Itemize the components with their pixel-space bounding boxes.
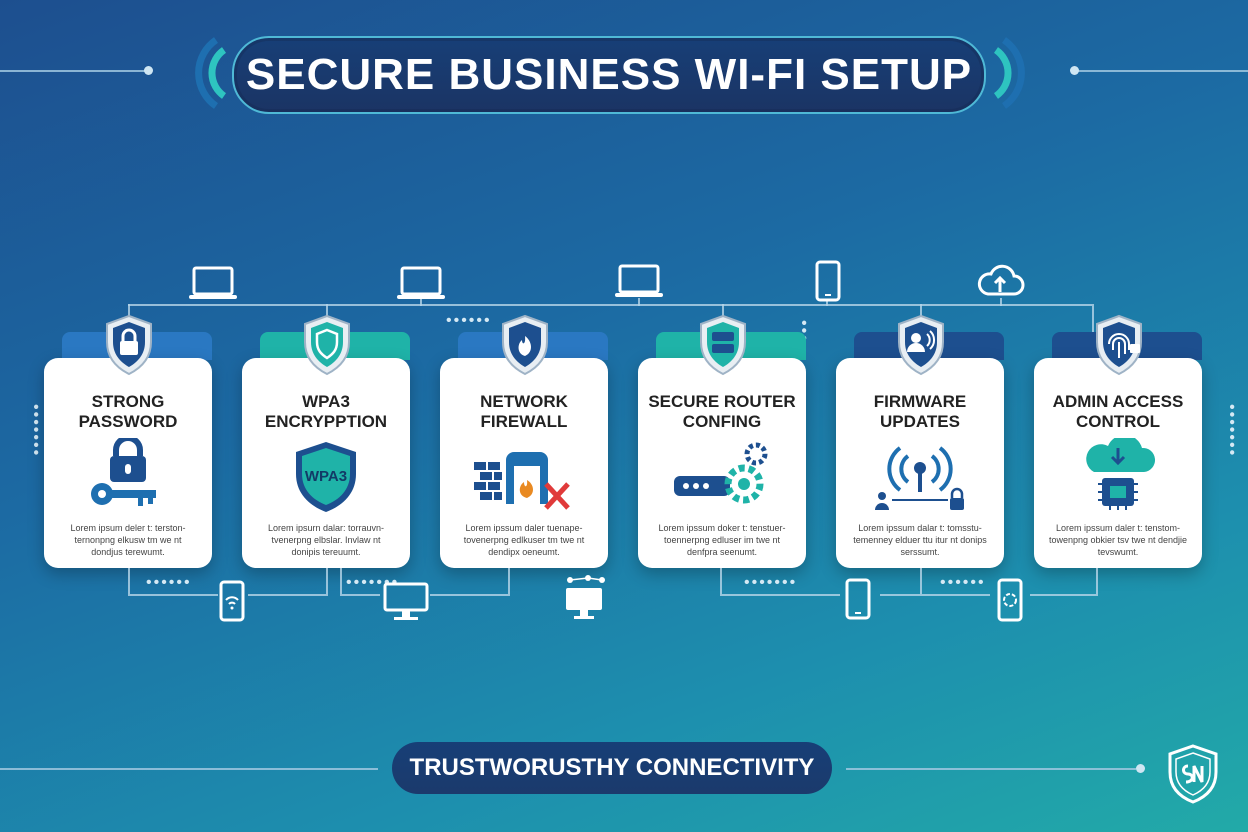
dotted-link: ••••••	[446, 312, 492, 329]
card-body: Lorem ipsurn dalar: torrauvn- tvenerpng …	[267, 523, 385, 557]
card-title: ADMIN ACCESS CONTROL	[1052, 392, 1184, 431]
dotted-link: •••••••	[1223, 404, 1240, 458]
shield-icon	[304, 314, 350, 376]
wifi-arcs-left-icon	[195, 37, 227, 109]
lock-shield-icon	[106, 314, 152, 376]
wifi-arcs-right-icon	[993, 37, 1025, 109]
card-firmware-updates: FIRMWARE UPDATES Lorem ipssum dalar t: t…	[836, 358, 1004, 568]
key-lock-icon	[91, 438, 156, 506]
dotted-link: ••••••	[146, 574, 192, 591]
laptop-icon	[189, 266, 237, 299]
connector	[638, 298, 640, 306]
wifi-signal-icon	[875, 446, 964, 510]
fingerprint-shield-icon	[1096, 314, 1142, 376]
top-bus-line	[128, 304, 1092, 306]
connector	[128, 568, 130, 594]
card-title: STRONG PASSWORD	[78, 392, 178, 431]
phone-icon	[845, 578, 871, 620]
wpa3-badge-label: WPA3	[304, 468, 348, 485]
header-line-right	[1078, 70, 1248, 72]
connector	[720, 594, 840, 596]
card-network-firewall: NETWORK FIREWALL Lorem ipssum daler tuen…	[440, 358, 608, 568]
footer-line-right	[846, 768, 1136, 770]
footer-label: TRUSTWORUSTHY CONNECTIVITY	[409, 754, 815, 781]
footer-dot-right	[1136, 764, 1145, 773]
card-admin-access-control: ADMIN ACCESS CONTROL Lorem ipssum daler …	[1034, 358, 1202, 568]
connector	[128, 594, 218, 596]
connector	[430, 594, 510, 596]
firewall-icon	[474, 452, 570, 510]
connector	[1030, 594, 1098, 596]
cloud-sync-icon	[977, 264, 1025, 296]
page-title: SECURE BUSINESS WI-FI SETUP	[245, 50, 973, 99]
card-strong-password: STRONG PASSWORD Lorem ipsum deler t: ter…	[44, 358, 212, 568]
title-banner: SECURE BUSINESS WI-FI SETUP	[232, 36, 986, 114]
dotted-link: •••••••	[744, 574, 798, 591]
phone-sync-icon	[997, 578, 1023, 622]
card-body: Lorem ipsum deler t: terston- ternonpng …	[70, 523, 186, 557]
connector	[420, 298, 422, 306]
connector	[326, 568, 328, 594]
wpa3-shield-icon	[296, 442, 356, 512]
card-body: Lorem ipssum daler tuenape- tovenerpng e…	[463, 523, 585, 557]
card-title: NETWORK FIREWALL	[480, 392, 568, 431]
phone-icon	[815, 260, 841, 302]
connector	[826, 300, 828, 306]
connector	[340, 594, 380, 596]
connector	[1096, 568, 1098, 594]
laptop-icon	[397, 266, 445, 299]
card-title: FIRMWARE UPDATES	[873, 392, 967, 431]
phone-wifi-icon	[219, 580, 245, 622]
header-line-left	[0, 70, 148, 72]
dotted-link: ••••••	[940, 574, 986, 591]
router-gear-icon	[674, 442, 768, 504]
laptop-icon	[615, 264, 663, 297]
card-secure-router-config: SECURE ROUTER CONFING Lorem ipssum doker…	[638, 358, 806, 568]
connector	[248, 594, 328, 596]
user-shield-icon	[898, 314, 944, 376]
desktop-network-icon	[566, 575, 605, 619]
monitor-icon	[383, 582, 429, 620]
footer-line-left	[0, 768, 378, 770]
card-title: WPA3 ENCRYPPTION	[264, 392, 388, 431]
card-title: SECURE ROUTER CONFING	[648, 392, 796, 431]
cloud-chip-icon	[1086, 438, 1155, 510]
card-wpa3-encryption: WPA3 ENCRYPPTION WPA3 Lorem ipsurn dalar…	[242, 358, 410, 568]
connector	[1000, 298, 1002, 306]
brand-shield-logo	[1168, 744, 1218, 804]
connector	[920, 568, 922, 594]
connector	[340, 568, 342, 594]
connector	[508, 568, 510, 594]
footer-banner: TRUSTWORUSTHY CONNECTIVITY	[392, 742, 832, 794]
connector	[720, 568, 722, 594]
dotted-link: •••••••	[27, 404, 44, 458]
fire-shield-icon	[502, 314, 548, 376]
router-shield-icon	[700, 314, 746, 376]
header-dot-right	[1070, 66, 1079, 75]
card-body: Lorem ipssum dalar t: tomsstu- temenney …	[853, 523, 987, 557]
header-dot-left	[144, 66, 153, 75]
connector	[880, 594, 990, 596]
card-body: Lorem ipssum daler t: tenstom- towenpng …	[1048, 523, 1188, 557]
connector	[1092, 304, 1094, 332]
card-body: Lorem ipssum doker t: tenstuer- toennerp…	[658, 523, 786, 557]
